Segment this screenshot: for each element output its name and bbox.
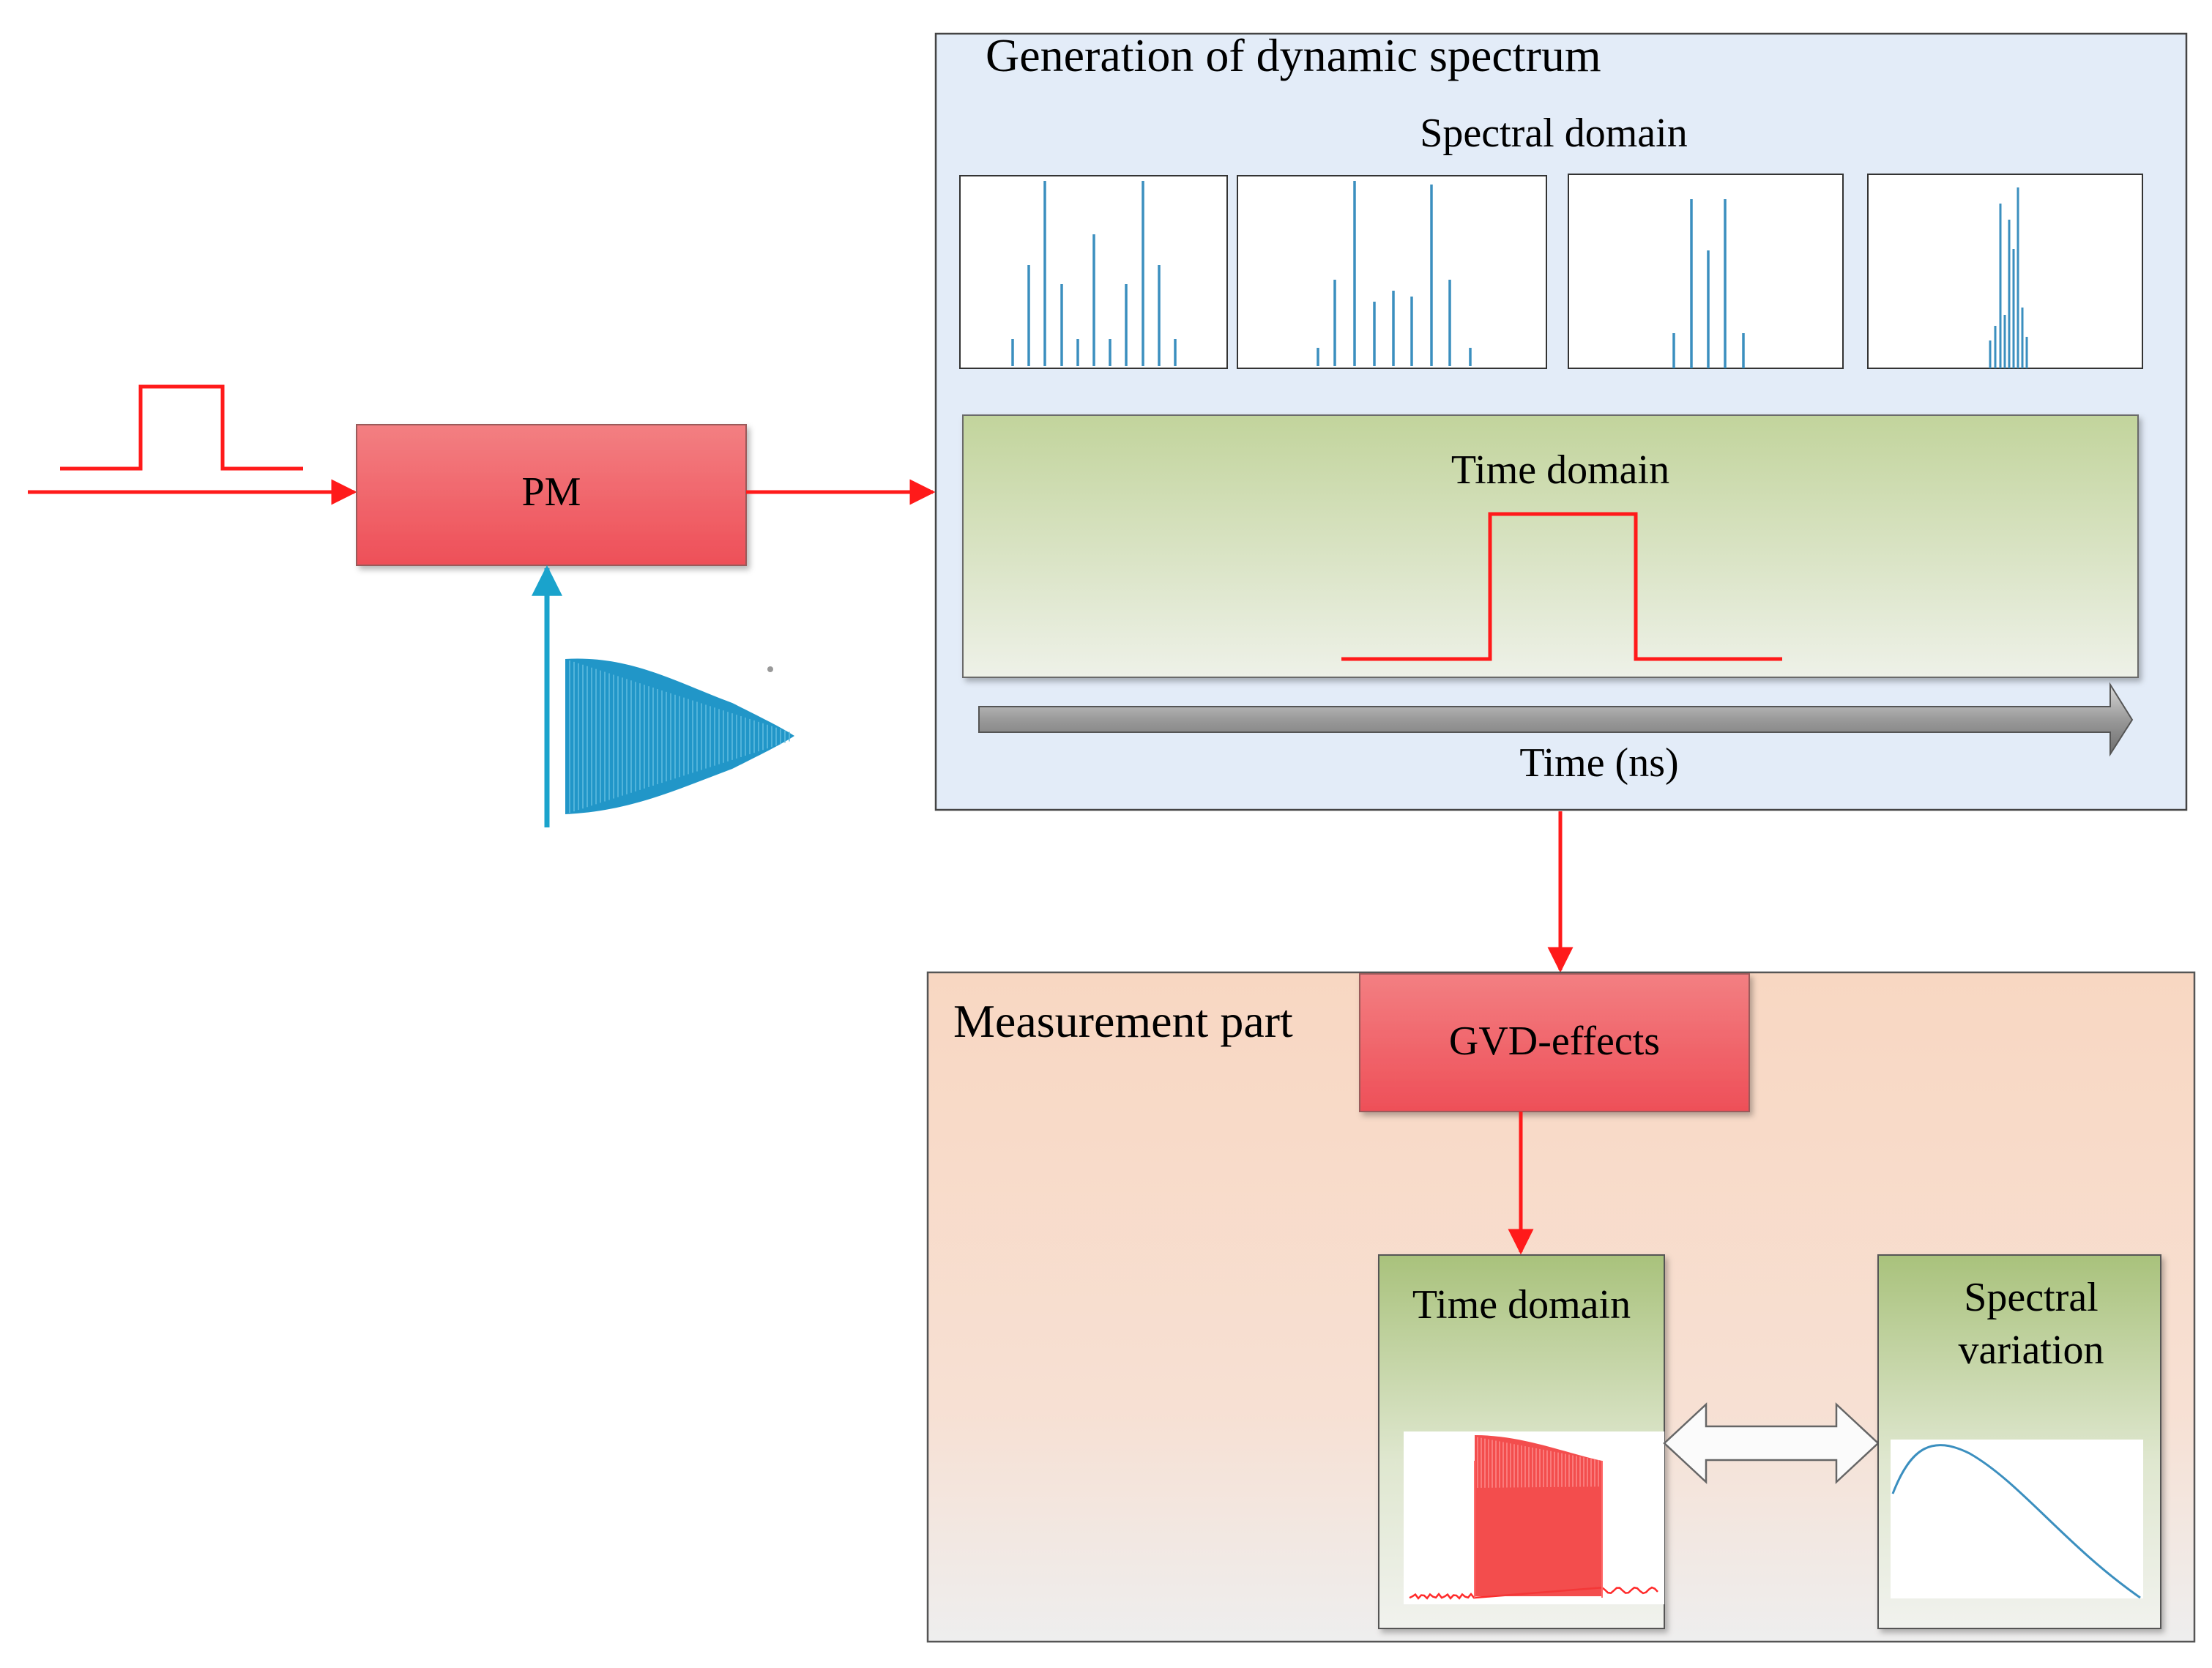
spectrum-plot-3 [1568, 174, 1844, 369]
measurement-panel-title: Measurement part [953, 995, 1293, 1047]
gvd-effects-label: GVD-effects [1449, 1019, 1660, 1064]
spectral-variation-label-line2: variation [1958, 1328, 2104, 1373]
measured-time-domain-panel: Time domain [1378, 1254, 1665, 1629]
pm-block: PM [356, 424, 747, 566]
time-domain-panel: Time domain [962, 414, 2139, 678]
pm-block-label: PM [522, 469, 581, 515]
input-pulse-waveform [60, 384, 303, 471]
time-axis-arrow [978, 682, 2134, 757]
spectral-variation-curve [1891, 1444, 2141, 1599]
spectral-variation-label-line1: Spectral [1964, 1275, 2098, 1320]
spectrum-plot-2 [1237, 175, 1547, 369]
measured-time-domain-label: Time domain [1412, 1282, 1631, 1328]
spectrum-plot-4 [1867, 174, 2143, 369]
time-axis-label: Time (ns) [1519, 740, 1678, 786]
spectral-variation-panel: Spectral variation [1877, 1254, 2161, 1629]
time-domain-pulse [1341, 512, 1782, 661]
spectral-domain-label: Spectral domain [1420, 111, 1687, 156]
gvd-effects-block: GVD-effects [1359, 973, 1750, 1112]
time-domain-label: Time domain [1451, 447, 1669, 493]
spectrum-plot-1 [959, 175, 1228, 369]
rf-drive-waveform [565, 658, 794, 814]
measured-time-trace [1409, 1435, 1658, 1600]
generation-panel-title: Generation of dynamic spectrum [986, 29, 1601, 81]
